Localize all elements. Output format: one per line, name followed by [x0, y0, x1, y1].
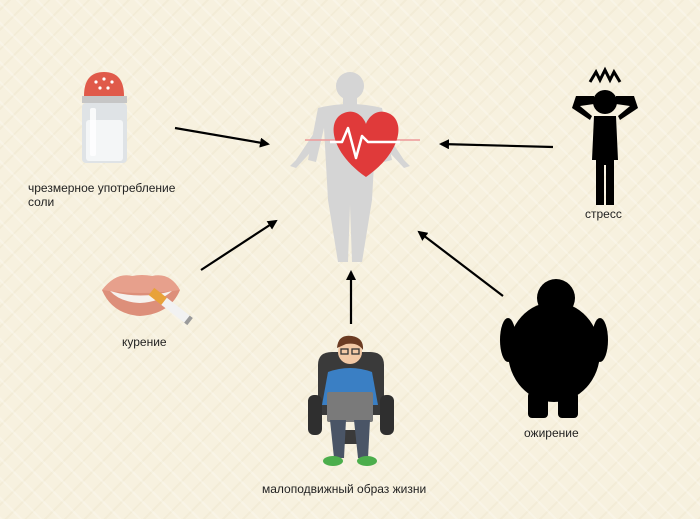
obese-person-icon	[500, 279, 608, 418]
label-obesity: ожирение	[524, 426, 579, 440]
salt-shaker-icon	[82, 72, 127, 163]
arrow-salt	[174, 126, 270, 148]
arrow-smoking	[200, 219, 278, 271]
lips-cigarette-icon	[102, 275, 193, 326]
stressed-person-icon	[572, 66, 638, 205]
arrows	[174, 126, 554, 324]
arrow-stress	[439, 139, 554, 150]
label-sedentary: малоподвижный образ жизни	[262, 482, 427, 496]
human-heart-icon	[290, 72, 420, 262]
label-stress: стресс	[585, 207, 622, 221]
arrow-obesity	[417, 230, 504, 297]
man-with-laptop-icon	[308, 335, 394, 466]
label-smoking: курение	[122, 335, 167, 349]
label-salt: чрезмерное употребление соли	[28, 181, 176, 209]
